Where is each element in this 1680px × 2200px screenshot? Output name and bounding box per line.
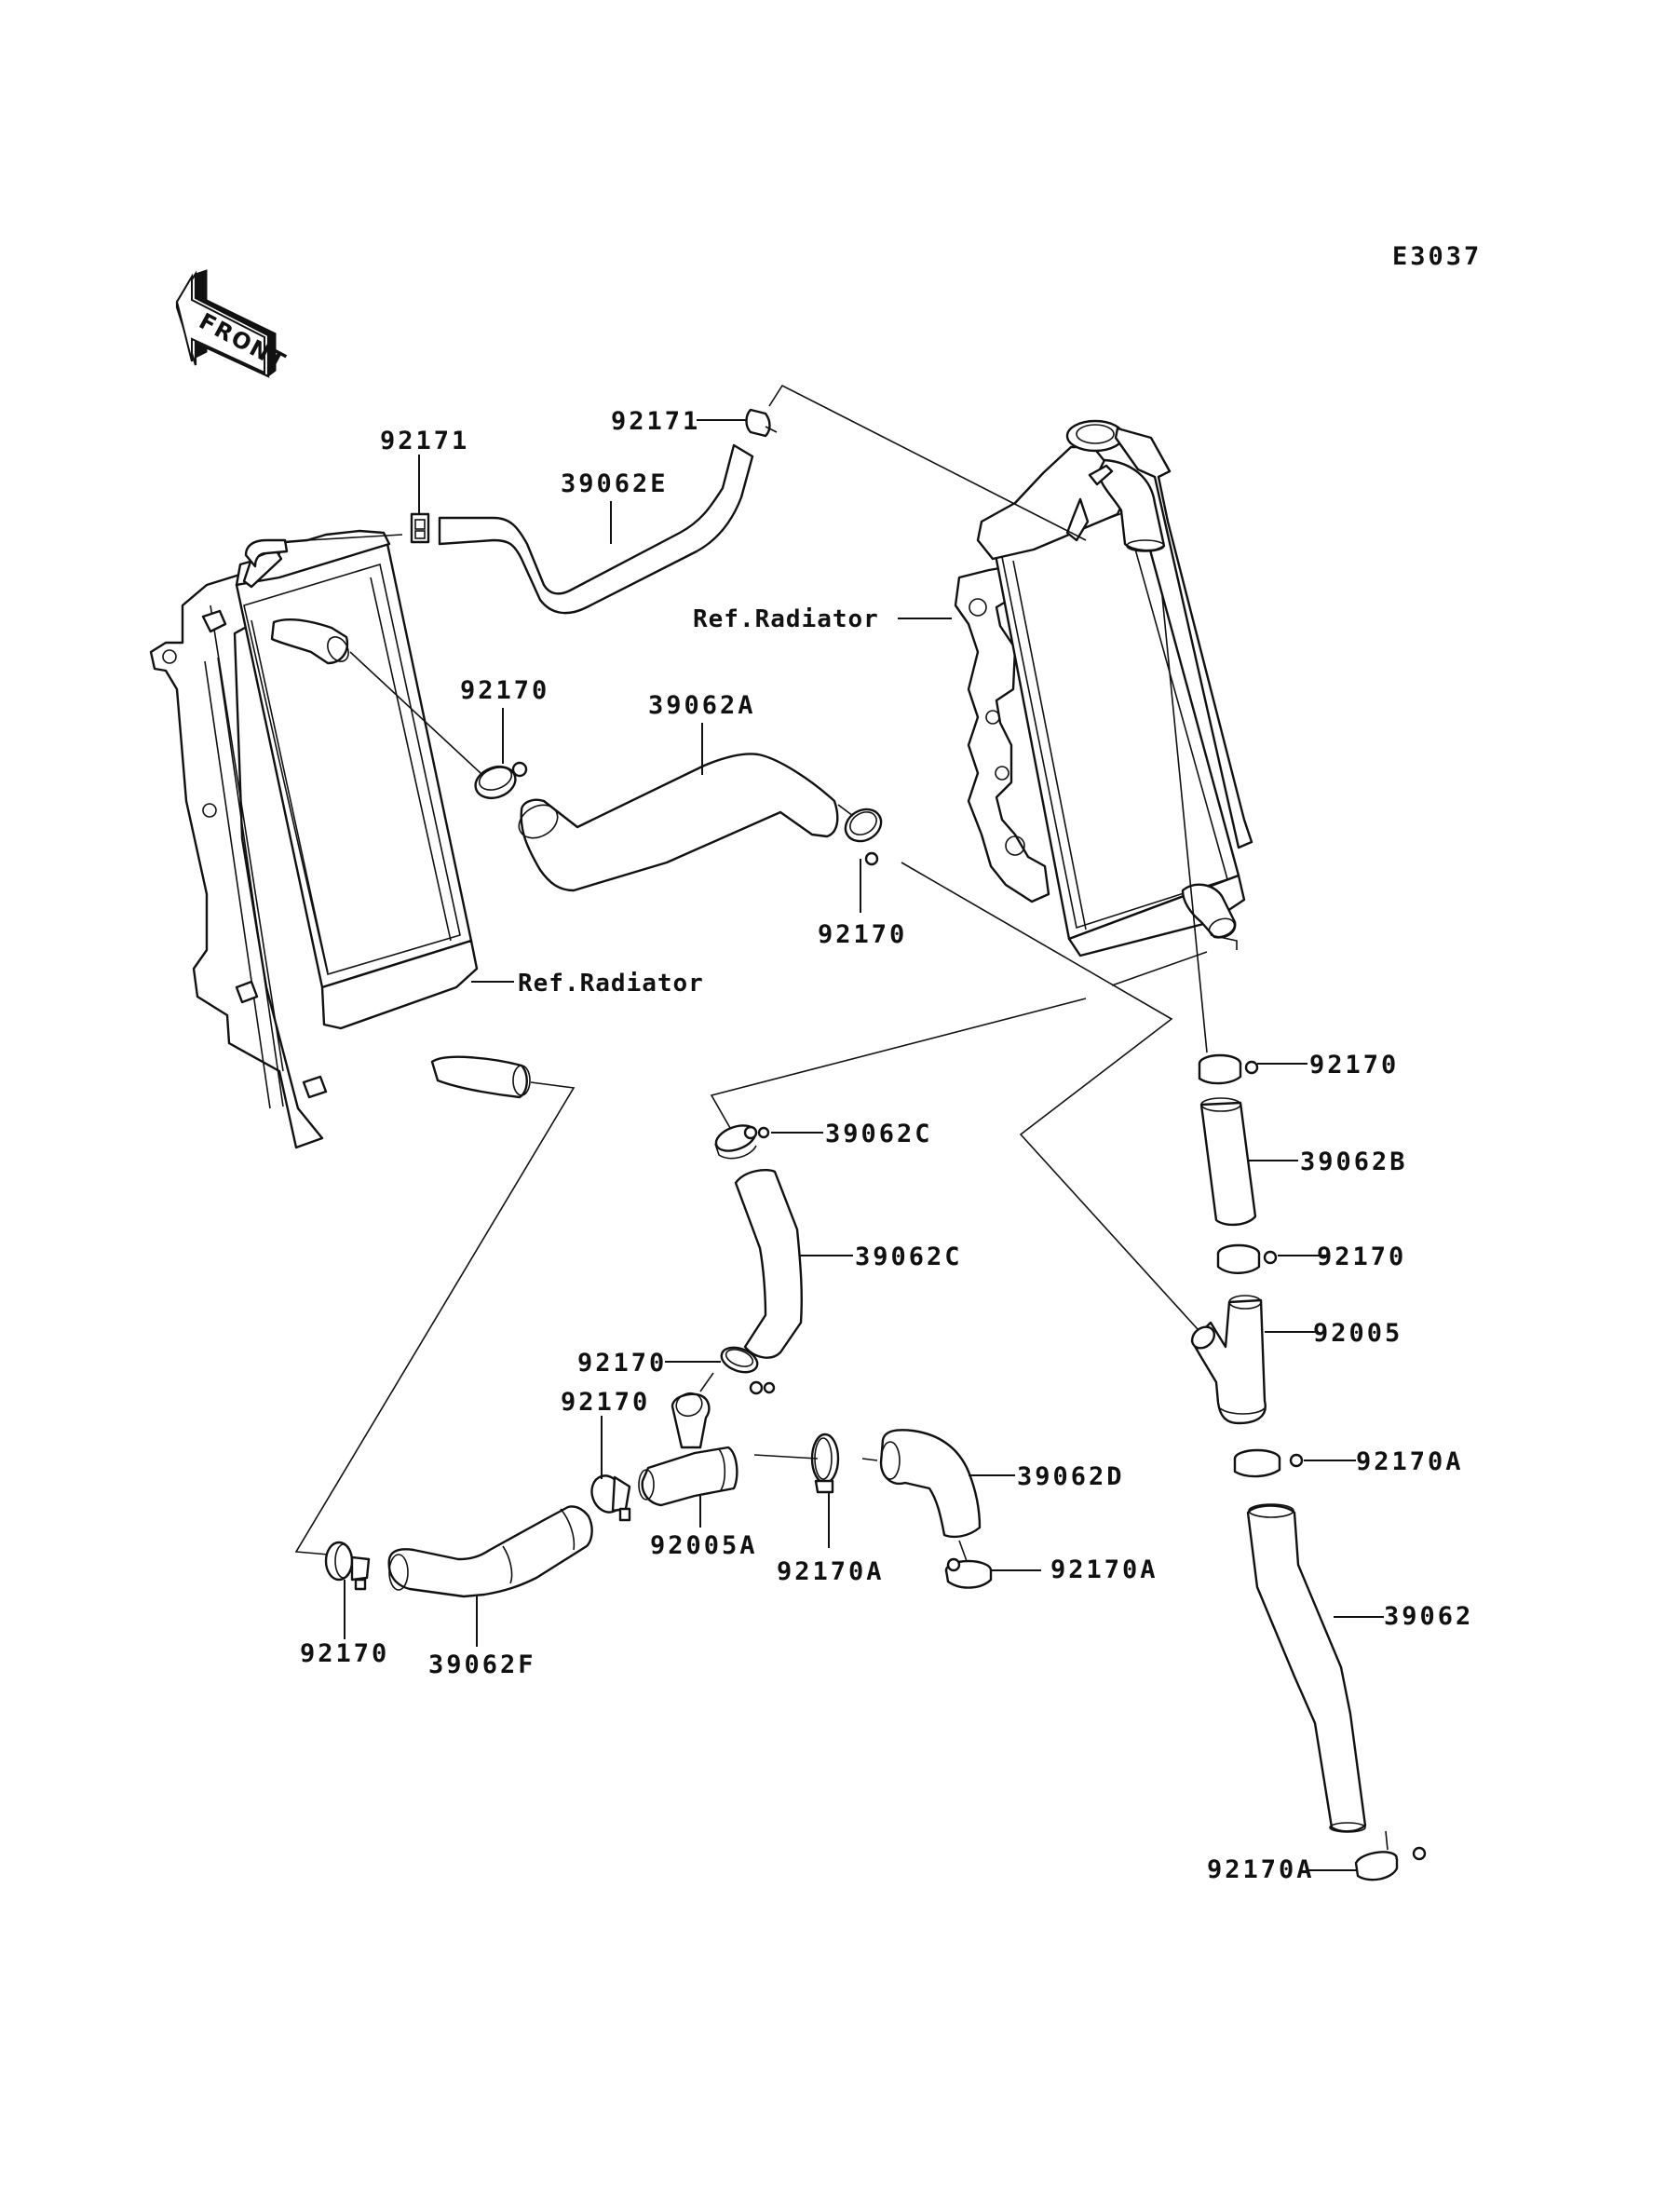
callout-39062b: 39062B — [1300, 1148, 1408, 1176]
callout-92170-right-top: 92170 — [1309, 1051, 1399, 1080]
leader-line — [294, 1081, 576, 1556]
ref-radiator-label-right: Ref.Radiator — [693, 605, 879, 633]
callout-92171-top: 92171 — [611, 407, 700, 436]
right-radiator — [954, 419, 1253, 957]
clamp-92170-left-of-joint — [590, 1474, 631, 1522]
leader-line — [837, 804, 854, 817]
callout-92005a: 92005A — [650, 1531, 758, 1560]
joint-92005 — [1190, 1295, 1267, 1425]
callout-92170a-mid: 92170A — [777, 1557, 885, 1586]
clamp-92170-center — [720, 1346, 776, 1395]
leader-line — [768, 384, 1087, 541]
leader-line — [306, 534, 403, 541]
diagram-code: E3037 — [1392, 242, 1482, 271]
leader-line — [753, 1454, 819, 1460]
clamp-92170a-right — [1233, 1448, 1304, 1478]
hose-39062f — [387, 1505, 593, 1598]
callout-92170-mid-right: 92170 — [818, 920, 907, 949]
clamp-92171-left — [410, 512, 430, 544]
joint-92005a — [638, 1392, 738, 1507]
leader-line — [901, 862, 1208, 1340]
clamp-92170a-lower — [944, 1557, 993, 1589]
callout-39062c: 39062C — [855, 1243, 963, 1271]
leader-line — [861, 1458, 878, 1461]
front-arrow-icon: FRONT — [175, 269, 291, 378]
callout-39062: 39062 — [1384, 1602, 1473, 1631]
hose-39062d — [879, 1429, 982, 1539]
callout-92170a-lower: 92170A — [1050, 1555, 1158, 1584]
clamp-92170-center-top — [714, 1124, 770, 1160]
callout-92005: 92005 — [1313, 1319, 1402, 1348]
callout-92170-right: 92170 — [1317, 1243, 1406, 1271]
hose-39062e — [438, 443, 754, 615]
leader-line — [1385, 1830, 1389, 1851]
leader-line — [1161, 595, 1208, 1053]
callout-92170-bottom-left: 92170 — [300, 1639, 389, 1668]
callout-92170-left-of-joint: 92170 — [561, 1388, 650, 1417]
callout-39062a: 39062A — [648, 691, 756, 720]
hose-39062b — [1199, 1097, 1257, 1227]
callout-92171-left: 92171 — [380, 427, 469, 455]
callout-92170-upper-left: 92170 — [460, 676, 549, 705]
callout-92170a-right: 92170A — [1356, 1447, 1464, 1476]
leader-line — [1111, 951, 1208, 986]
leader-line — [710, 998, 1087, 1135]
hose-39062a — [520, 753, 839, 892]
hose-39062 — [1246, 1503, 1367, 1833]
callout-92170-center-top: 39062C — [825, 1120, 933, 1148]
leader-line — [958, 1540, 968, 1562]
clamp-92170-bottom-left — [324, 1541, 371, 1591]
callout-39062e: 39062E — [561, 469, 669, 498]
clamp-92171-top — [745, 408, 778, 438]
clamp-92170a-mid — [810, 1433, 840, 1494]
leader-line — [699, 1372, 714, 1392]
callout-39062f: 39062F — [428, 1650, 536, 1679]
leader-line — [349, 651, 481, 774]
clamp-92170-right — [1216, 1243, 1278, 1274]
clamp-92170a-bottom — [1354, 1846, 1427, 1881]
hose-39062c — [734, 1169, 803, 1359]
callout-92170a-bottom: 92170A — [1207, 1855, 1315, 1884]
ref-radiator-label-left: Ref.Radiator — [518, 970, 704, 998]
callout-92170-center: 92170 — [577, 1349, 667, 1378]
clamp-92170-upper-left — [474, 761, 528, 800]
leader-line — [1210, 934, 1238, 950]
clamp-92170-mid-right — [844, 808, 883, 866]
callout-39062d: 39062D — [1017, 1462, 1125, 1491]
left-radiator — [149, 529, 531, 1149]
clamp-92170-right-top — [1198, 1053, 1259, 1085]
